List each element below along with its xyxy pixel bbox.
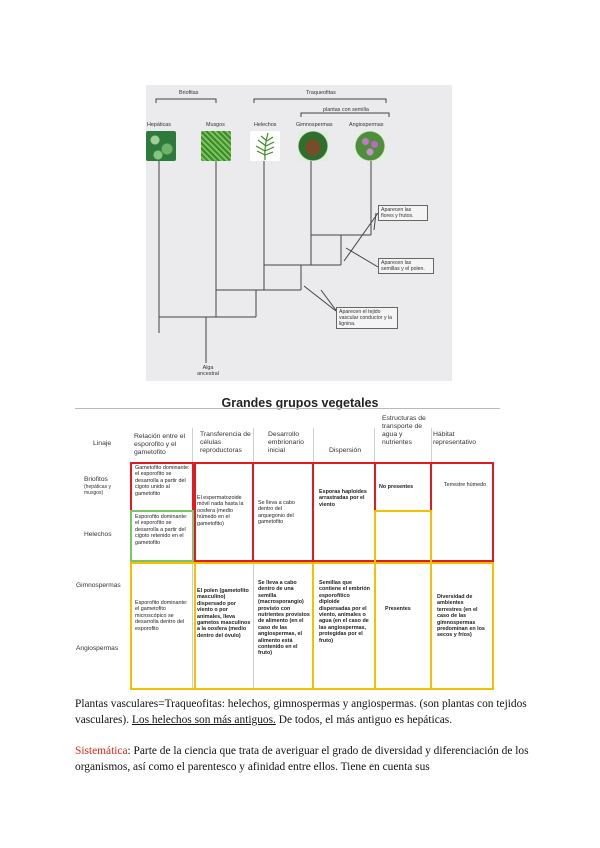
sistematica-definition: : Parte de la ciencia que trata de averi… xyxy=(75,745,529,773)
angiospermas-photo xyxy=(355,131,385,161)
cell-des-sin-semilla: Se lleva a cabo dentro del arquegonio de… xyxy=(258,500,295,526)
cell-hab-diverso: Diversidad de ambientes terrestres (en e… xyxy=(437,594,485,639)
header-relacion: Relación entre el esporofito y el gameto… xyxy=(134,433,186,456)
event-vascular-note: Aparecen el tejido vascular conductor y … xyxy=(336,307,398,329)
cell-trans-semillas: El polen (gametofito masculino) dispersa… xyxy=(197,588,251,639)
cell-est-sin: No presentes xyxy=(379,484,414,490)
table-divider xyxy=(75,408,500,409)
phylogeny-figure: Briofitas Traqueofitas plantas con semil… xyxy=(146,85,452,381)
hepaticas-photo xyxy=(146,131,176,161)
taxon-label: Gimnospermas xyxy=(296,122,333,128)
paragraph-traqueofitas-end: De todos, el más antiguo es hepáticas. xyxy=(275,713,453,726)
taxon-label: Helechos xyxy=(254,122,277,128)
header-estructuras: Estructuras de transporte de agua y nutr… xyxy=(382,415,426,446)
cell-rel-semillas: Esporofito dominante: el gametofito micr… xyxy=(135,600,188,632)
box-trans-des-semilla xyxy=(194,562,314,690)
briofitas-label: Briofitas xyxy=(179,90,199,96)
cell-des-semillas: Se lleva a cabo dentro de una semilla (m… xyxy=(258,580,310,657)
helechos-photo xyxy=(250,131,280,161)
sistematica-term: Sistemática xyxy=(75,745,128,757)
header-habitat: Hábitat representativo xyxy=(433,431,477,446)
header-transferencia: Transferencia de células reproductoras xyxy=(200,431,251,454)
paragraph-traqueofitas: Plantas vasculares=Traqueofitas: helecho… xyxy=(75,697,535,728)
cell-disp-semillas: Semillas que contiene el embrión esporof… xyxy=(319,580,370,644)
taxon-label: Musgos xyxy=(206,122,225,128)
gimnospermas-photo xyxy=(298,131,328,161)
paragraph-traqueofitas-underlined: Los helechos son más antiguos. xyxy=(131,713,276,726)
paragraph-traqueofitas-text: Plantas vasculares=Traqueofitas: helecho… xyxy=(75,698,527,726)
row-gimnospermas: Gimnospermas xyxy=(76,582,121,589)
musgos-photo xyxy=(201,131,231,161)
traqueofitas-label: Traqueofitas xyxy=(306,90,336,96)
cell-rel-helechos: Esporofito dominante: el esporofito se d… xyxy=(135,514,188,546)
cell-est-con: Presentes xyxy=(385,606,411,612)
row-briofitos-sublabel: (hepáticas y musgos) xyxy=(84,483,111,496)
box-rel-helechos xyxy=(130,510,194,562)
box-est-con xyxy=(374,510,432,690)
cell-rel-briofitos: Gametofito dominante: el esporofito se d… xyxy=(135,465,190,497)
header-dispersion: Dispersión xyxy=(329,447,362,454)
event-semillas-note: Aparecen las semillas y el polen. xyxy=(378,258,434,274)
paragraph-sistematica: Sistemática: Parte de la ciencia que tra… xyxy=(75,744,535,775)
row-angiospermas: Angiospermas xyxy=(76,645,119,652)
root-label: Alga ancestral xyxy=(197,365,219,377)
box-desarrollo-sin-semilla xyxy=(252,462,314,562)
row-briofitos-label: Briofitos xyxy=(84,476,108,483)
event-flores-note: Aparecen las flores y frutos. xyxy=(378,205,428,221)
fern-icon xyxy=(255,132,275,161)
phylogeny-tree-lines xyxy=(155,98,390,363)
row-helechos: Helechos xyxy=(84,531,112,538)
cell-trans-sin-semilla: El espermatozoide móvil nada hasta la oo… xyxy=(197,495,244,527)
cell-hab-humedo: Terrestre húmedo xyxy=(443,482,487,488)
row-briofitos: Briofitos (hepáticas y musgos) xyxy=(84,476,128,496)
plantas-con-semilla-label: plantas con semilla xyxy=(323,107,369,113)
header-desarrollo: Desarrollo embrionario inicial xyxy=(268,431,304,454)
taxon-label: Angiospermas xyxy=(349,122,384,128)
cell-disp-sin-semilla: Esporas haploides arrastradas por el vie… xyxy=(319,489,367,508)
box-sin-semilla xyxy=(194,462,494,562)
taxon-label: Hepáticas xyxy=(147,122,171,128)
table-title: Grandes grupos vegetales xyxy=(221,396,379,410)
header-linaje: Linaje xyxy=(93,440,112,447)
